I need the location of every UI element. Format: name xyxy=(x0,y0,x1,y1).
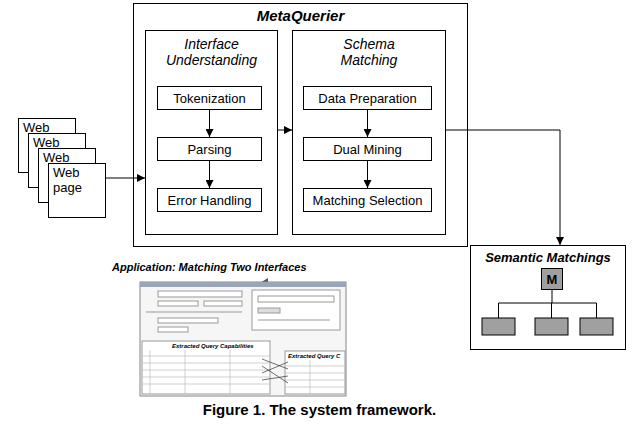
process-box: Matching Selection xyxy=(303,188,432,212)
matching-box: M xyxy=(541,268,563,290)
screenshot xyxy=(140,282,346,396)
leaf-boxes xyxy=(482,318,613,335)
flow-arrow xyxy=(367,161,368,188)
node-label: M xyxy=(547,272,558,287)
node-heading: Schema Matching xyxy=(322,36,417,68)
process-box: Parsing xyxy=(157,137,262,161)
node-label: Data Preparation xyxy=(318,91,416,106)
system-box: MetaQuerierInterface UnderstandingTokeni… xyxy=(133,3,468,247)
flow-arrow xyxy=(209,110,210,137)
screenshot-text: Extracted Query Capabilities xyxy=(172,343,254,349)
node-label: Matching Selection xyxy=(313,193,423,208)
node-heading: Semantic Matchings xyxy=(471,250,625,265)
tree-lines xyxy=(499,290,597,318)
flow-arrow xyxy=(367,110,368,137)
flow-arrow xyxy=(278,130,292,131)
node-label: Error Handling xyxy=(168,193,252,208)
node-heading: MetaQuerier xyxy=(134,7,467,24)
module-box: Schema MatchingData PreparationDual Mini… xyxy=(292,30,446,235)
node-heading: Interface Understanding xyxy=(164,36,259,68)
process-box: Tokenization xyxy=(157,86,262,110)
application-label: Application: Matching Two Interfaces xyxy=(112,261,307,273)
node-label: Web page xyxy=(53,165,93,195)
process-box: Data Preparation xyxy=(303,86,432,110)
node-label: Parsing xyxy=(187,142,231,157)
process-box: Error Handling xyxy=(157,188,262,212)
screenshot-text: Extracted Query C xyxy=(288,353,340,359)
module-box: Interface UnderstandingTokenizationParsi… xyxy=(145,30,278,235)
output-box: Semantic MatchingsM xyxy=(470,245,626,350)
figure-caption: Figure 1. The system framework. xyxy=(0,401,639,418)
node-label: Tokenization xyxy=(173,91,245,106)
web-page: Web page xyxy=(48,163,106,218)
process-box: Dual Mining xyxy=(303,137,432,161)
flow-arrow xyxy=(209,161,210,188)
flow-arrow xyxy=(446,130,560,245)
node-label: Dual Mining xyxy=(333,142,402,157)
flow-arrow xyxy=(106,178,145,179)
